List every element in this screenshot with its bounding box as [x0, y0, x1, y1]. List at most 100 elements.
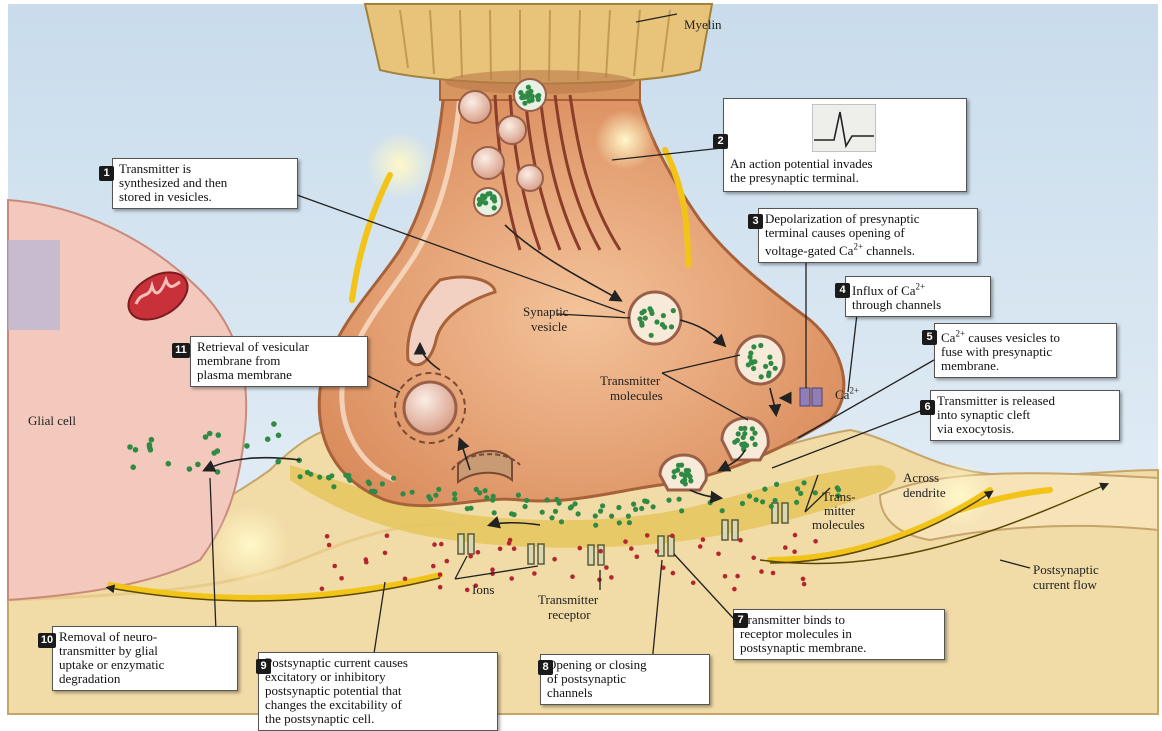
ion-dot	[671, 571, 676, 576]
transmitter-dot	[639, 310, 644, 315]
transmitter-dot	[616, 505, 621, 510]
transmitter-dot	[366, 479, 371, 484]
ion-dot	[813, 539, 818, 544]
transmitter-dot	[391, 476, 396, 481]
ion-dot	[801, 577, 806, 582]
label-across-dendrite: Across dendrite	[903, 470, 946, 500]
transmitter-dot	[651, 504, 656, 509]
transmitter-dot	[768, 361, 773, 366]
callout-line: Postsynaptic current causes	[265, 656, 491, 670]
callout-line: uptake or enzymatic	[59, 658, 231, 672]
transmitter-dot	[708, 500, 713, 505]
ion-dot	[716, 552, 721, 557]
callout-line: channels	[547, 686, 703, 700]
label-line: dendrite	[903, 485, 946, 500]
label-line: molecules	[600, 388, 663, 403]
callout-line-ca: Ca2+ causes vesicles to	[941, 327, 1110, 345]
transmitter-dot	[750, 436, 755, 441]
transmitter-dot	[802, 480, 807, 485]
ion-dot	[552, 557, 557, 562]
callout-line: receptor molecules in	[740, 627, 938, 641]
transmitter-dot	[661, 313, 666, 318]
transmitter-dot	[491, 194, 496, 199]
label-line: Transmitter	[600, 373, 663, 388]
transmitter-dot	[639, 506, 644, 511]
step-8-number: 8	[538, 660, 553, 675]
transmitter-dot	[166, 461, 172, 467]
transmitter-dot	[669, 324, 674, 329]
callout-line: fuse with presynaptic	[941, 345, 1110, 359]
ion-dot	[604, 565, 609, 570]
action-potential-icon	[812, 104, 876, 152]
transmitter-dot	[654, 319, 659, 324]
transmitter-dot	[271, 421, 277, 427]
transmitter-dot	[684, 468, 689, 473]
transmitter-dot	[769, 504, 774, 509]
transmitter-dot	[127, 444, 133, 450]
step-10-number: 10	[38, 633, 56, 648]
transmitter-dot	[774, 482, 779, 487]
transmitter-dot	[211, 450, 217, 456]
transmitter-dot	[747, 494, 752, 499]
transmitter-dot	[666, 498, 671, 503]
transmitter-dot	[752, 359, 757, 364]
label-line: Transmitter	[538, 592, 598, 607]
transmitter-dot	[688, 478, 693, 483]
step-7-callout: Transmitter binds to receptor molecules …	[733, 609, 945, 660]
transmitter-dot	[748, 351, 753, 356]
transmitter-dot	[639, 323, 644, 328]
callout-line: terminal causes opening of	[765, 226, 971, 240]
ion-dot	[691, 581, 696, 586]
step-6-number: 6	[920, 400, 935, 415]
transmitter-dot	[530, 98, 535, 103]
transmitter-dot	[410, 490, 415, 495]
callout-line: Transmitter is	[119, 162, 291, 176]
transmitter-dot	[215, 469, 221, 475]
transmitter-dot	[491, 494, 496, 499]
step-4-number: 4	[835, 283, 850, 298]
transmitter-dot	[518, 90, 523, 95]
callout-line: plasma membrane	[197, 368, 361, 382]
callout-line: the presynaptic terminal.	[730, 171, 960, 185]
callout-line: Transmitter is released	[937, 394, 1113, 408]
ion-dot	[701, 537, 706, 542]
ion-dot	[332, 564, 337, 569]
transmitter-dot	[760, 499, 765, 504]
transmitter-dot	[317, 475, 322, 480]
callout-line: Depolarization of presynaptic	[765, 212, 971, 226]
step-3-number: 3	[748, 214, 763, 229]
ion-dot	[512, 546, 517, 551]
step-3-callout: Depolarization of presynaptic terminal c…	[758, 208, 978, 263]
label-ca2: Ca2+	[835, 384, 859, 402]
ion-dot	[732, 587, 737, 592]
transmitter-dot	[540, 510, 545, 515]
transmitter-dot	[631, 502, 636, 507]
transmitter-dot	[753, 442, 758, 447]
callout-line: Removal of neuro-	[59, 630, 231, 644]
transmitter-dot	[452, 491, 457, 496]
transmitter-dot	[244, 443, 250, 449]
transmitter-dot	[738, 426, 743, 431]
callout-line: synthesized and then	[119, 176, 291, 190]
ion-dot	[432, 542, 437, 547]
transmitter-dot	[400, 491, 405, 496]
transmitter-dot	[147, 444, 153, 450]
label-line: molecules	[812, 518, 865, 532]
transmitter-dot	[523, 504, 528, 509]
transmitter-dot	[682, 477, 687, 482]
callout-line: excitatory or inhibitory	[265, 670, 491, 684]
transmitter-dot	[593, 513, 598, 518]
ion-dot	[793, 533, 798, 538]
transmitter-dot	[347, 478, 352, 483]
transmitter-dot	[626, 514, 631, 519]
ion-dot	[623, 539, 628, 544]
ion-dot	[738, 538, 743, 543]
transmitter-dot	[739, 442, 744, 447]
label-line: Postsynaptic	[1033, 562, 1099, 577]
label-transmitter-receptor: Transmitter receptor	[538, 592, 598, 622]
callout-line: via exocytosis.	[937, 422, 1113, 436]
transmitter-dot	[305, 470, 310, 475]
ion-dot	[609, 575, 614, 580]
transmitter-dot	[195, 462, 201, 468]
